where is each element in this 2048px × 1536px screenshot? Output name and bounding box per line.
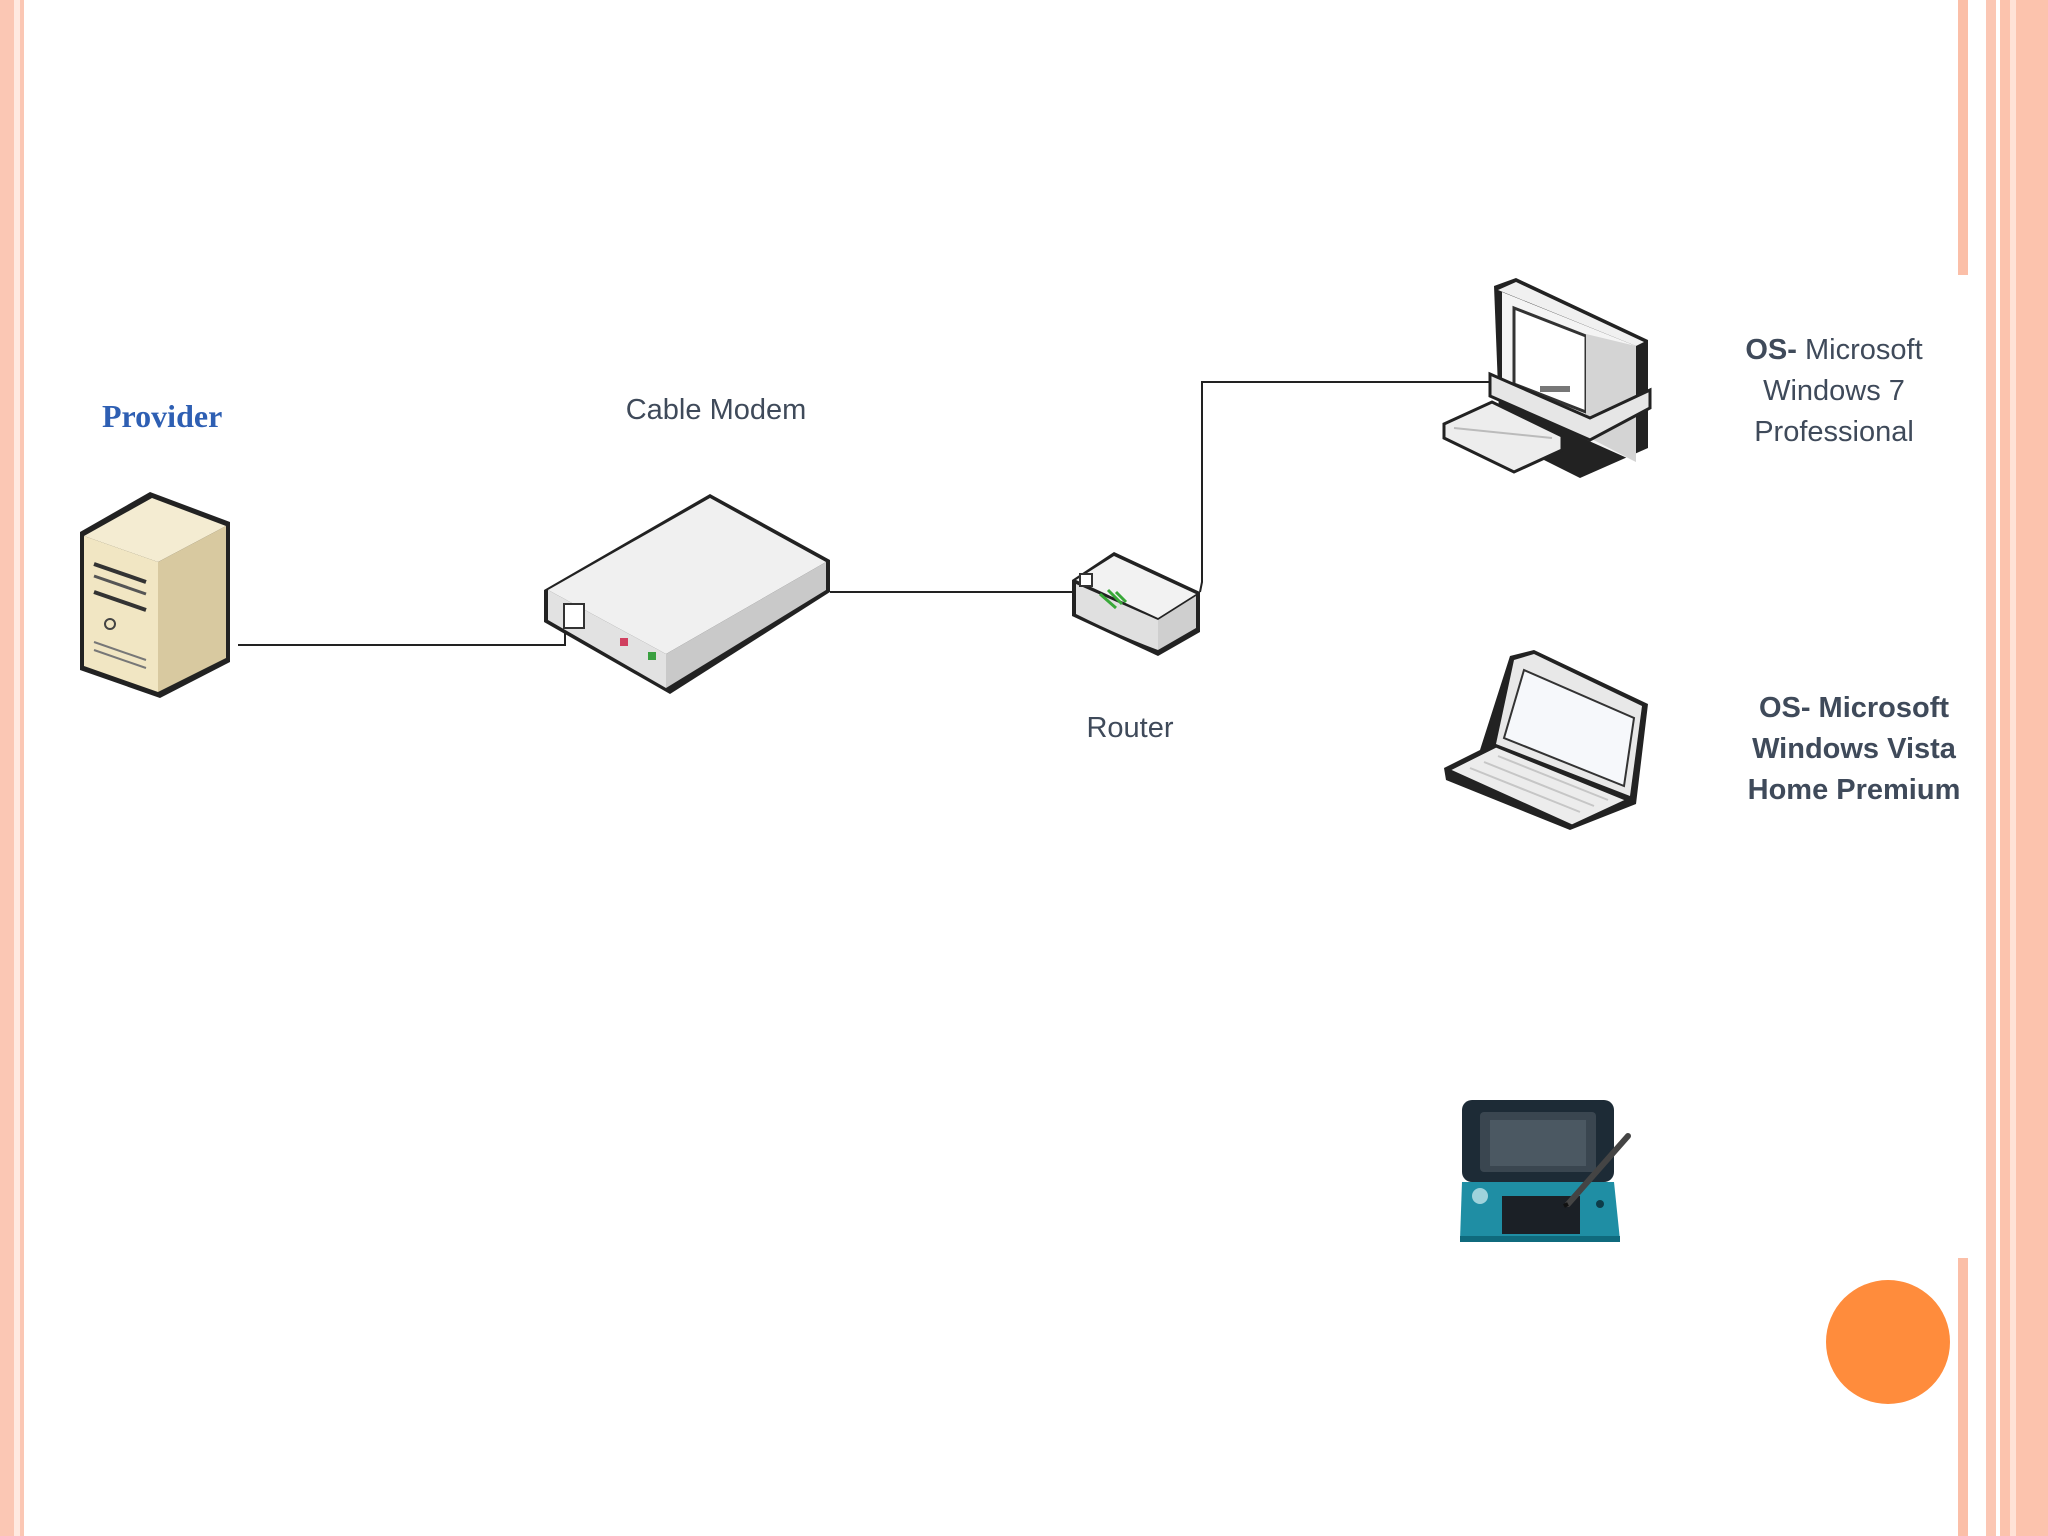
router-label: Router [1086, 712, 1174, 744]
laptop-os-line1: OS- Microsoft [1758, 692, 1950, 724]
slide-right-border [1956, 0, 2048, 1536]
slide-left-border [0, 0, 24, 1536]
handheld-console-icon [1460, 1100, 1631, 1242]
laptop-icon [1444, 650, 1648, 830]
provider-to-modem-line [238, 628, 566, 646]
accent-circle [1826, 1280, 1950, 1404]
desktop-os-label: OS- Microsoft Windows 7 Professional [1716, 330, 1952, 453]
cable-modem-label: Cable Modem [625, 394, 807, 426]
connection-lines [238, 381, 1500, 646]
desktop-os-line1: OS- Microsoft [1745, 334, 1923, 366]
laptop-os-line2: Windows Vista [1752, 733, 1956, 765]
server-icon [80, 492, 230, 698]
desktop-os-line3: Professional [1754, 416, 1914, 448]
desktop-computer-icon [1442, 278, 1652, 478]
provider-label: Provider [102, 398, 223, 434]
router-icon [1072, 552, 1200, 656]
laptop-os-line3: Home Premium [1747, 774, 1961, 806]
cable-modem-icon [544, 494, 830, 694]
router-to-desktop-line [1199, 381, 1500, 593]
desktop-os-line2: Windows 7 [1763, 375, 1905, 407]
laptop-os-label: OS- Microsoft Windows Vista Home Premium [1730, 688, 1978, 811]
